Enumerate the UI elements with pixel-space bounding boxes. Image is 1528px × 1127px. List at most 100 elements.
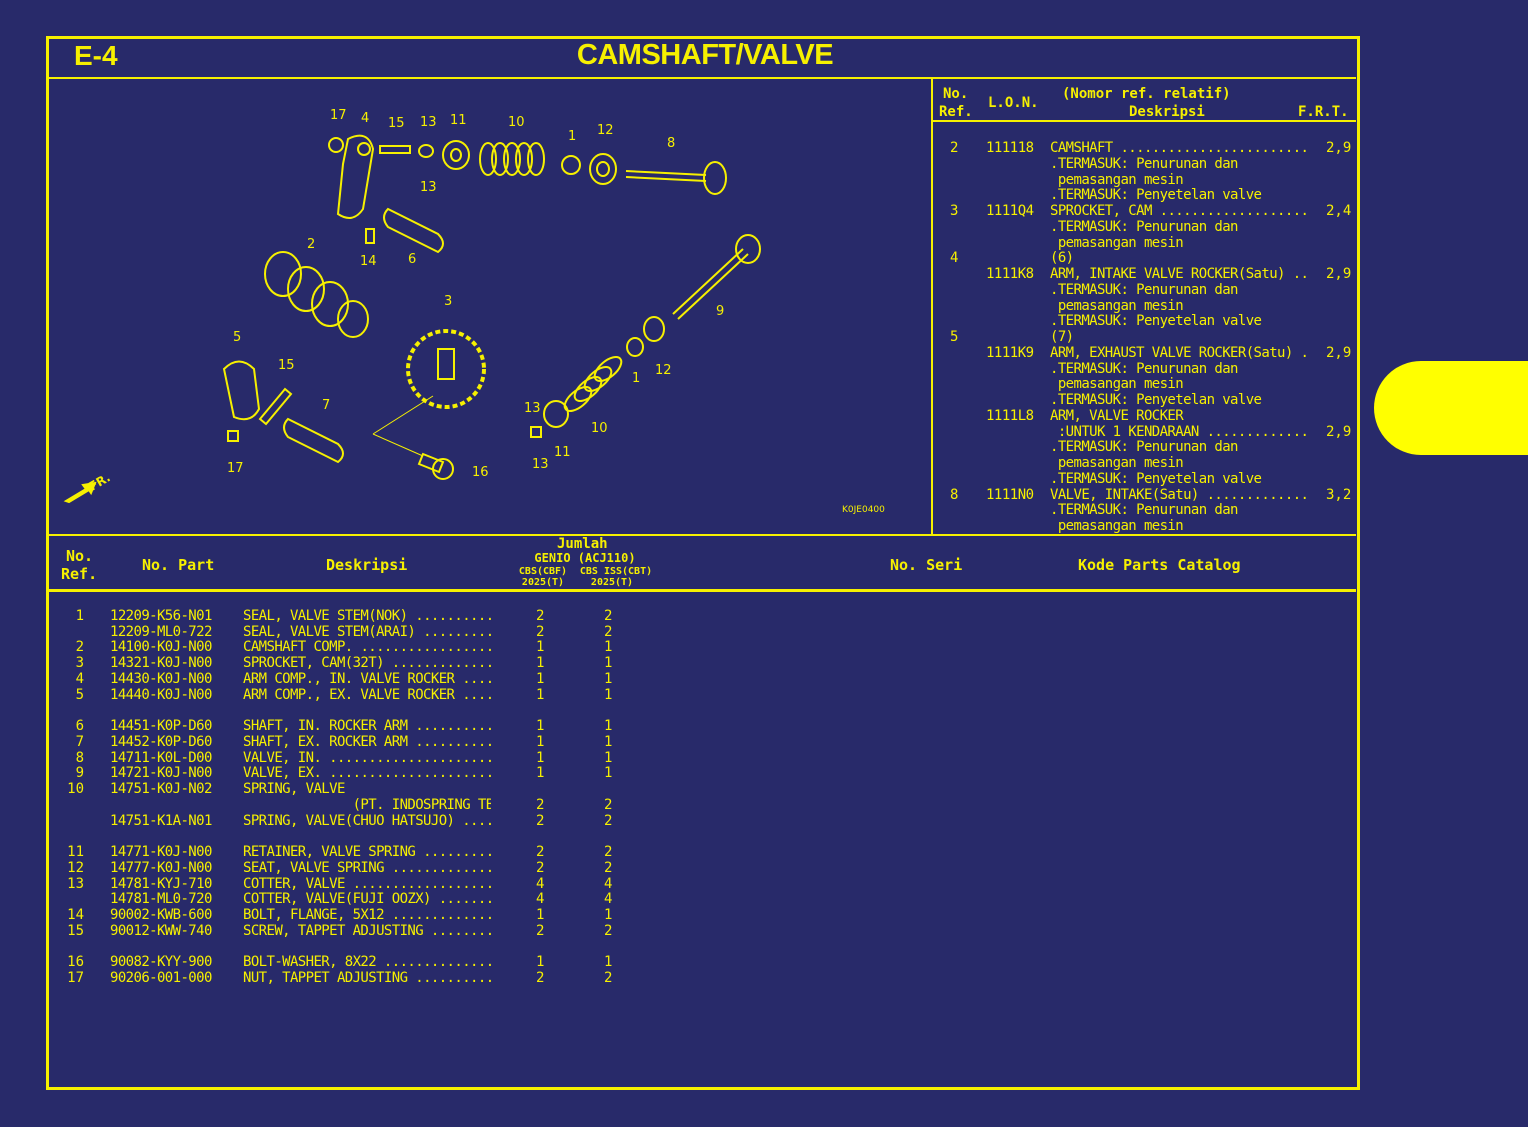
parts-cell-desc: ARM COMP., EX. VALVE ROCKER bbox=[243, 687, 491, 703]
frt-cell-frt: 3,2 bbox=[1326, 486, 1352, 503]
divider bbox=[48, 534, 1356, 536]
parts-cell-q1: 1 bbox=[536, 655, 545, 672]
exploded-parts-diagram: 17 4 15 13 11 10 1 12 8 13 14 6 2 9 3 5 … bbox=[63, 108, 885, 515]
parts-cell-ref: 12 bbox=[67, 859, 84, 876]
parts-cell-part: 90012-KWW-740 bbox=[110, 922, 212, 939]
frt-cell-desc: pemasangan mesin bbox=[1050, 234, 1184, 251]
section-code: E-4 bbox=[74, 40, 118, 71]
parts-cell-q2: 2 bbox=[604, 608, 613, 624]
parts-cell-part: 14452-K0P-D60 bbox=[110, 733, 212, 750]
parts-cell-q2: 1 bbox=[604, 718, 613, 735]
frt-cell-desc: .TERMASUK: Penyetelan valve bbox=[1050, 187, 1262, 204]
frt-table-row: pemasangan mesin bbox=[936, 376, 1354, 392]
parts-cell-q2: 1 bbox=[604, 733, 613, 750]
parts-cell-desc: SHAFT, EX. ROCKER ARM bbox=[243, 734, 491, 750]
frt-cell-desc: pemasangan mesin bbox=[1050, 518, 1184, 534]
side-tab-button[interactable] bbox=[1374, 361, 1528, 455]
parts-header-qty: Jumlah bbox=[557, 536, 608, 552]
frt-cell-ref: 8 bbox=[950, 486, 959, 503]
parts-cell-desc: VALVE, EX. bbox=[243, 765, 491, 781]
page-title: CAMSHAFT/VALVE bbox=[576, 39, 834, 71]
frt-cell-frt: 2,4 bbox=[1326, 203, 1352, 219]
seat-12 bbox=[589, 153, 617, 185]
frt-cell-lon: 111118 bbox=[986, 140, 1034, 156]
parts-cell-part: 14451-K0P-D60 bbox=[110, 718, 212, 735]
frt-table-row: 2111118CAMSHAFT2,9 bbox=[936, 140, 1354, 156]
parts-cell-q1: 1 bbox=[536, 686, 545, 703]
seal-1 bbox=[561, 155, 581, 175]
parts-cell-q1: 2 bbox=[536, 796, 545, 813]
callout: 2 bbox=[307, 237, 315, 252]
frt-cell-desc: .TERMASUK: Penurunan dan bbox=[1050, 439, 1238, 456]
parts-cell-q2: 1 bbox=[604, 765, 613, 782]
frt-cell-desc: pemasangan mesin bbox=[1050, 171, 1184, 188]
callout: 9 bbox=[716, 304, 724, 319]
parts-cell-ref: 16 bbox=[67, 954, 84, 971]
frt-cell-desc: SPROCKET, CAM bbox=[1050, 203, 1310, 219]
callout: 7 bbox=[322, 398, 330, 413]
parts-cell-q2: 2 bbox=[604, 812, 613, 829]
parts-cell-desc: RETAINER, VALVE SPRING bbox=[243, 844, 491, 860]
parts-cell-part: 14440-K0J-N00 bbox=[110, 686, 212, 703]
parts-cell-ref: 3 bbox=[75, 655, 84, 672]
parts-cell-desc: CAMSHAFT COMP. bbox=[243, 639, 491, 655]
parts-cell-ref: 1 bbox=[75, 608, 84, 624]
parts-cell-desc: SPROCKET, CAM(32T) bbox=[243, 655, 491, 671]
frt-cell-desc: pemasangan mesin bbox=[1050, 297, 1184, 314]
frt-cell-lon: 1111N0 bbox=[986, 486, 1034, 503]
parts-cell-part: 14781-KYJ-710 bbox=[110, 875, 212, 892]
parts-cell-desc: SEAL, VALVE STEM(ARAI) bbox=[243, 624, 491, 640]
parts-cell-part: 90206-001-000 bbox=[110, 970, 212, 987]
parts-cell-desc: SPRING, VALVE bbox=[243, 781, 345, 798]
divider bbox=[48, 77, 1356, 79]
parts-cell-q1: 1 bbox=[536, 639, 545, 656]
frt-table-row: .TERMASUK: Penurunan dan bbox=[936, 156, 1354, 172]
nut-17 bbox=[328, 137, 344, 153]
frt-cell-desc: (7) bbox=[1050, 329, 1074, 345]
frt-cell-ref: 5 bbox=[950, 329, 959, 345]
rocker-arm-exhaust bbox=[222, 360, 261, 421]
frt-cell-desc: ARM, EXHAUST VALVE ROCKER(Satu) bbox=[1050, 345, 1310, 361]
parts-cell-desc: VALVE, IN. bbox=[243, 750, 491, 766]
parts-cell-q1: 2 bbox=[536, 608, 545, 624]
parts-cell-desc: (PT. INDOSPRING TBK.) bbox=[243, 796, 491, 813]
frt-table-row: .TERMASUK: Penurunan dan bbox=[936, 502, 1354, 518]
spring-10-top bbox=[479, 142, 545, 176]
parts-cell-q1: 1 bbox=[536, 718, 545, 735]
callout: 15 bbox=[278, 358, 295, 373]
bolt-14 bbox=[365, 228, 375, 244]
parts-cell-q2: 1 bbox=[604, 686, 613, 703]
parts-cell-ref: 17 bbox=[67, 970, 84, 987]
callout: 17 bbox=[227, 461, 244, 476]
parts-cell-q1: 1 bbox=[536, 765, 545, 782]
callout: 11 bbox=[450, 113, 467, 128]
divider bbox=[933, 120, 1356, 122]
parts-cell-desc: SEAT, VALVE SPRING bbox=[243, 860, 491, 876]
frt-cell-ref: 3 bbox=[950, 203, 959, 219]
parts-cell-q1: 1 bbox=[536, 749, 545, 766]
frt-table-row: .TERMASUK: Penyetelan valve bbox=[936, 313, 1354, 329]
callout: 14 bbox=[360, 254, 377, 269]
frt-table-row: .TERMASUK: Penurunan dan bbox=[936, 282, 1354, 298]
parts-cell-q2: 1 bbox=[604, 670, 613, 687]
parts-cell-ref: 2 bbox=[75, 639, 84, 656]
parts-header-col2-type: CBS ISS(CBT) bbox=[579, 566, 653, 577]
frt-cell-desc: .TERMASUK: Penurunan dan bbox=[1050, 502, 1238, 519]
parts-cell-ref: 13 bbox=[67, 875, 84, 892]
frt-header-desc-1: (Nomor ref. relatif) bbox=[1062, 86, 1231, 102]
parts-cell-part: 90002-KWB-600 bbox=[110, 907, 212, 924]
frt-cell-lon: 1111L8 bbox=[986, 407, 1034, 424]
parts-cell-q1: 2 bbox=[536, 623, 545, 640]
frt-table-row: .TERMASUK: Penyetelan valve bbox=[936, 392, 1354, 408]
parts-cell-ref: 7 bbox=[75, 733, 84, 750]
front-arrow-icon bbox=[63, 481, 97, 504]
frt-header-ref-2: Ref. bbox=[939, 104, 973, 120]
